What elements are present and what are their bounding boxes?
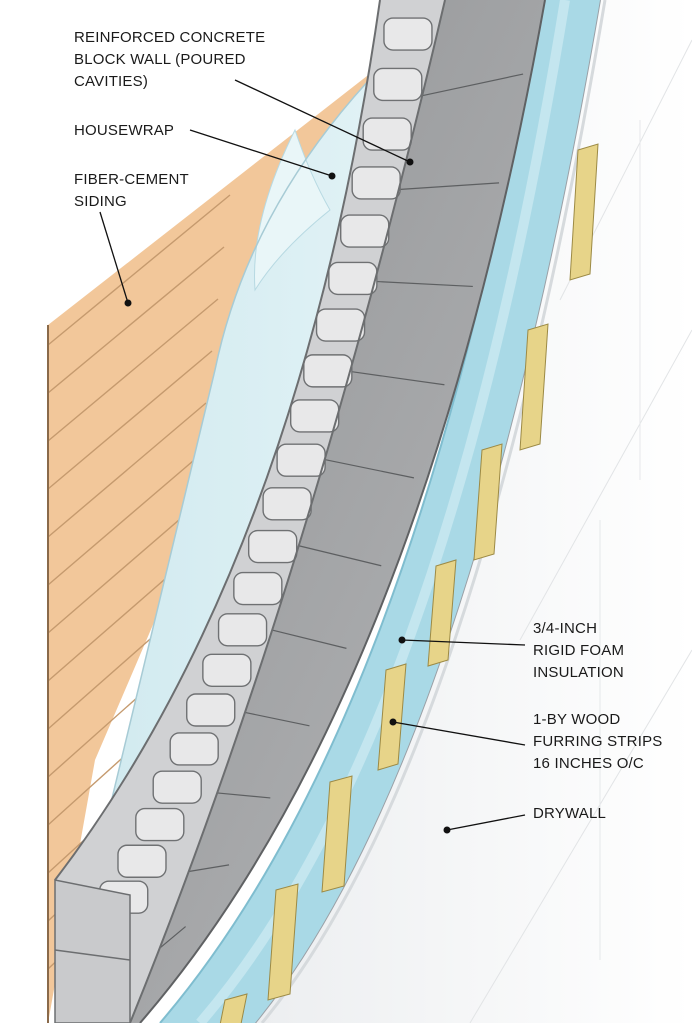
furring-strips xyxy=(218,143,599,1028)
concrete-block-wall xyxy=(54,0,546,1024)
block-cell xyxy=(351,166,401,200)
label-furring-strips: 1-BY WOOD FURRING STRIPS 16 INCHES O/C xyxy=(389,711,662,772)
mortar-joint xyxy=(422,73,524,97)
label-line: DRYWALL xyxy=(533,805,606,822)
mortar-joint xyxy=(188,864,230,873)
block-cell xyxy=(362,117,412,151)
block-cell xyxy=(289,399,340,433)
block-cell xyxy=(233,571,283,606)
furring-strip xyxy=(519,323,549,451)
label-line: 3/4-INCH xyxy=(533,620,597,637)
mortar-joint xyxy=(272,629,347,649)
siding-lap-line xyxy=(47,298,219,442)
block-cell xyxy=(117,844,167,878)
label-line: REINFORCED CONCRETE xyxy=(74,29,265,46)
block-cell xyxy=(303,354,353,388)
siding-lap-line xyxy=(47,350,213,490)
furring-strip xyxy=(427,559,457,667)
mortar-joint xyxy=(298,545,382,567)
label-line: SIDING xyxy=(74,193,127,210)
block-cell xyxy=(315,308,366,342)
siding-lap-line xyxy=(47,246,225,394)
label-line: CAVITIES) xyxy=(74,73,148,90)
furring-strip xyxy=(321,775,353,893)
block-cell xyxy=(152,770,202,804)
label-drywall: DRYWALL xyxy=(443,805,606,834)
label-line: 16 INCHES O/C xyxy=(533,755,644,772)
furring-strip xyxy=(569,143,599,281)
block-cell xyxy=(262,487,312,521)
label-block-wall: REINFORCED CONCRETE BLOCK WALL (POURED C… xyxy=(74,29,414,166)
label-siding: FIBER-CEMENT SIDING xyxy=(74,171,189,307)
block-cell xyxy=(340,214,390,248)
label-housewrap: HOUSEWRAP xyxy=(74,122,336,180)
block-cell xyxy=(169,732,219,766)
block-cell xyxy=(383,17,433,51)
block-cell xyxy=(217,613,268,647)
block-cell xyxy=(202,653,252,687)
label-line: FURRING STRIPS xyxy=(533,733,662,750)
label-line: HOUSEWRAP xyxy=(74,122,174,139)
block-cell xyxy=(247,529,298,564)
mortar-joint xyxy=(217,792,271,799)
mortar-joint xyxy=(244,711,310,727)
label-line: INSULATION xyxy=(533,664,624,681)
furring-strip xyxy=(377,663,407,771)
label-rigid-foam: 3/4-INCH RIGID FOAM INSULATION xyxy=(398,620,624,681)
block-cell xyxy=(135,807,185,842)
block-cell xyxy=(328,261,378,296)
mortar-joint xyxy=(374,280,473,288)
label-line: 1-BY WOOD xyxy=(533,711,620,728)
mortar-joint xyxy=(159,926,186,949)
siding-lap-line xyxy=(47,454,201,586)
siding-lap-line xyxy=(47,194,231,346)
label-line: FIBER-CEMENT xyxy=(74,171,189,188)
label-line: BLOCK WALL (POURED xyxy=(74,51,246,68)
furring-strip xyxy=(267,883,299,1001)
block-cell xyxy=(276,443,326,477)
mortar-joint xyxy=(349,370,445,386)
siding-lap-line xyxy=(47,506,195,634)
block-cell xyxy=(373,67,423,102)
mortar-joint xyxy=(398,182,500,191)
label-line: RIGID FOAM xyxy=(533,642,624,659)
furring-strip xyxy=(473,443,503,561)
mortar-joint xyxy=(324,458,415,479)
siding-lap-line xyxy=(47,402,207,538)
block-cell xyxy=(186,693,236,727)
